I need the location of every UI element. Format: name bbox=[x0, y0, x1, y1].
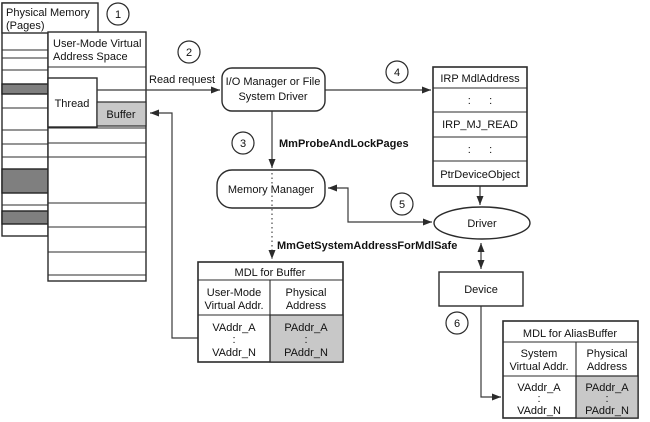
memory-manager-label: Memory Manager bbox=[228, 184, 315, 196]
step-4-number: 4 bbox=[394, 67, 400, 79]
mdl-buffer-paddr-a: PAddr_A bbox=[284, 322, 328, 334]
step-3-circle bbox=[231, 131, 255, 155]
mdl-buffer-table: MDL for Buffer User-Mode Virtual Addr. P… bbox=[197, 261, 344, 363]
device-to-alias-mdl-arrow bbox=[480, 306, 501, 401]
io-manager-line1: I/O Manager or File bbox=[226, 76, 321, 88]
io-manager-shape bbox=[221, 67, 326, 112]
step-1-circle bbox=[106, 2, 130, 26]
io-manager-box: I/O Manager or File System Driver bbox=[221, 67, 326, 112]
memory-manager-shape bbox=[216, 169, 326, 209]
mdl-aliasbuffer-table: MDL for AliasBuffer System Virtual Addr.… bbox=[502, 320, 639, 419]
step-6-number: 6 bbox=[454, 318, 460, 330]
step-5-circle bbox=[390, 192, 414, 216]
mdl-alias-paddr-n: PAddr_N bbox=[585, 405, 629, 417]
mdl-alias-col1-header1: System bbox=[521, 348, 558, 360]
step-5-number: 5 bbox=[399, 199, 405, 211]
memory-manager-box: Memory Manager bbox=[216, 169, 326, 209]
mdl-buffer-paddr-dots: : bbox=[304, 334, 307, 346]
irp-row-dots-1: : : bbox=[468, 95, 492, 107]
mdl-alias-vaddr-n: VAddr_N bbox=[517, 405, 561, 417]
driver-node: Driver bbox=[433, 206, 531, 240]
read-request-label: Read request bbox=[149, 74, 215, 86]
mdl-buffer-col2-header2: Address bbox=[286, 300, 327, 312]
page-column bbox=[1, 2, 49, 237]
mdl-to-buffer-arrow bbox=[150, 109, 198, 339]
physical-memory-label-line1: Physical Memory bbox=[6, 7, 90, 19]
step-circles: 1 2 3 4 5 6 bbox=[106, 2, 469, 335]
physical-memory-column: Physical Memory (Pages) bbox=[1, 2, 99, 237]
irp-structure: IRP MdlAddress : : IRP_MJ_READ : : PtrDe… bbox=[432, 66, 528, 187]
irp-row-ptrdeviceobject: PtrDeviceObject bbox=[440, 169, 519, 181]
mdl-alias-paddr-dots: : bbox=[605, 393, 608, 405]
mdl-buffer-col1-header2: Virtual Addr. bbox=[204, 300, 263, 312]
locked-page-1 bbox=[1, 83, 49, 95]
locked-page-2 bbox=[1, 168, 49, 194]
user-mode-row-lines bbox=[48, 66, 146, 276]
driver-shape bbox=[433, 206, 531, 240]
mdl-buffer-col1-header1: User-Mode bbox=[207, 287, 261, 299]
mdl-buffer-vaddr-n: VAddr_N bbox=[212, 347, 256, 359]
mdl-alias-vaddr-a: VAddr_A bbox=[517, 382, 561, 394]
mdl-buffer-vaddr-dots: : bbox=[232, 334, 235, 346]
device-label: Device bbox=[464, 284, 498, 296]
probe-call-label: MmProbeAndLockPages bbox=[279, 138, 409, 150]
mdl-alias-col1-header2: Virtual Addr. bbox=[509, 361, 568, 373]
mdl-buffer-paddr-n: PAddr_N bbox=[284, 347, 328, 359]
locked-page-3 bbox=[1, 210, 49, 225]
mdl-buffer-shaded-cell bbox=[269, 314, 344, 363]
step-4-circle bbox=[385, 60, 409, 84]
thread-label: Thread bbox=[55, 98, 90, 110]
irp-box bbox=[432, 66, 528, 187]
user-mode-address-space: User-Mode Virtual Address Space Thread B… bbox=[47, 31, 147, 282]
user-mode-title-line2: Address Space bbox=[53, 51, 128, 63]
user-mode-title-line1: User-Mode Virtual bbox=[53, 38, 141, 50]
mdl-alias-vaddr-dots: : bbox=[537, 393, 540, 405]
mdl-alias-col2-header1: Physical bbox=[587, 348, 628, 360]
step-3-number: 3 bbox=[240, 138, 246, 150]
physical-memory-label-line2: (Pages) bbox=[6, 20, 45, 32]
mdl-alias-shaded-cell bbox=[575, 375, 639, 419]
thread-box bbox=[47, 77, 98, 128]
mdl-buffer-vaddr-a: VAddr_A bbox=[212, 322, 256, 334]
memory-manager-driver-arrow bbox=[328, 184, 432, 226]
mdl-alias-paddr-a: PAddr_A bbox=[585, 382, 629, 394]
step-6-circle bbox=[445, 311, 469, 335]
physical-memory-label-box bbox=[1, 2, 99, 34]
get-system-address-call-label: MmGetSystemAddressForMdlSafe bbox=[277, 240, 457, 252]
step-2-number: 2 bbox=[186, 47, 192, 59]
mdl-alias-title: MDL for AliasBuffer bbox=[523, 328, 617, 340]
device-node: Device bbox=[438, 271, 524, 307]
mdl-buffer-col2-header1: Physical bbox=[286, 287, 327, 299]
irp-row-mj-read: IRP_MJ_READ bbox=[442, 119, 518, 131]
io-manager-line2: System Driver bbox=[238, 91, 307, 103]
mdl-alias-col2-header2: Address bbox=[587, 361, 628, 373]
irp-row-dots-2: : : bbox=[468, 144, 492, 156]
device-shape bbox=[438, 271, 524, 307]
irp-row-mdladdress: IRP MdlAddress bbox=[440, 73, 520, 85]
mdl-buffer-title: MDL for Buffer bbox=[235, 267, 306, 279]
buffer-label: Buffer bbox=[106, 109, 135, 121]
driver-label: Driver bbox=[467, 218, 497, 230]
step-1-number: 1 bbox=[115, 9, 121, 21]
buffer-box bbox=[96, 101, 147, 127]
step-2-circle bbox=[177, 40, 201, 64]
